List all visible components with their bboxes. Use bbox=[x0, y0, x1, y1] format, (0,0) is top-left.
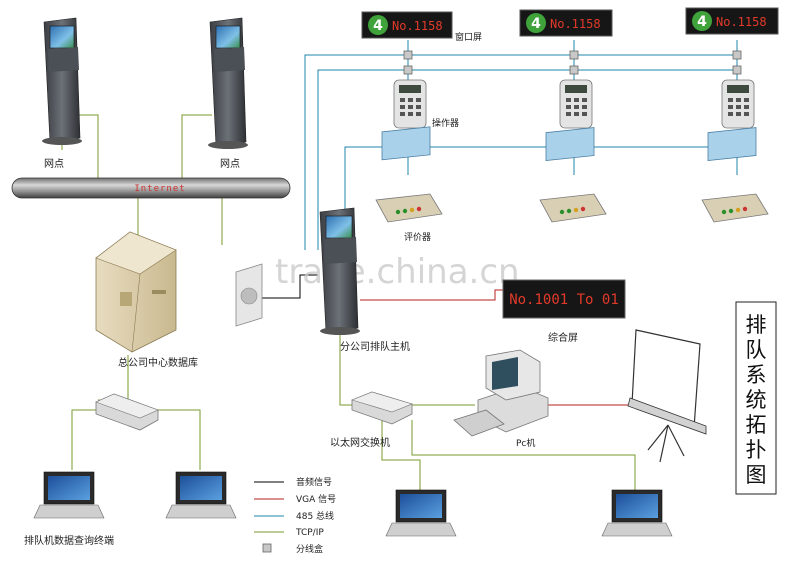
bus485-lines bbox=[304, 40, 740, 250]
query-terminal-label: 排队机数据查询终端 bbox=[24, 534, 114, 547]
junction-box bbox=[732, 50, 742, 60]
junction-box bbox=[569, 65, 579, 75]
operator-1 bbox=[393, 79, 427, 129]
pc bbox=[453, 349, 549, 437]
database-server bbox=[95, 231, 177, 353]
composite-display: No.1001 To 01 bbox=[502, 279, 626, 319]
junction-box bbox=[732, 65, 742, 75]
vga-lines bbox=[360, 289, 630, 406]
projector-screen bbox=[627, 329, 707, 463]
legend-swatch-junction bbox=[262, 543, 272, 553]
evaluator-2 bbox=[539, 127, 607, 223]
title-char: 图 bbox=[746, 463, 767, 487]
evaluator-label: 评价器 bbox=[404, 232, 431, 243]
kiosk-right-label: 网点 bbox=[220, 158, 240, 170]
kiosk-left bbox=[42, 17, 82, 145]
laptop-query-2 bbox=[165, 471, 237, 519]
branch-main-kiosk bbox=[319, 207, 360, 335]
kiosk-right bbox=[208, 17, 248, 149]
operator-2 bbox=[559, 79, 593, 129]
title-char: 队 bbox=[746, 338, 767, 362]
audio-lines bbox=[262, 274, 318, 299]
legend-label: 音频信号 bbox=[296, 476, 332, 488]
branch-main-label: 分公司排队主机 bbox=[340, 340, 410, 353]
window-screen-label: 窗口屏 bbox=[455, 31, 482, 43]
junction-box bbox=[403, 65, 413, 75]
window-display-1: 4 No.1158 bbox=[361, 11, 453, 39]
window-badge-3: 4 bbox=[697, 14, 707, 30]
composite-screen-label: 综合屏 bbox=[548, 331, 578, 344]
legend: 音频信号 VGA 信号 485 总线 TCP/IP 分线盒 bbox=[254, 476, 336, 555]
evaluator-3 bbox=[701, 127, 769, 223]
laptop-branch-1 bbox=[385, 489, 457, 537]
operator-label: 操作器 bbox=[432, 117, 459, 129]
title-char: 统 bbox=[746, 388, 767, 412]
title-char: 系 bbox=[746, 363, 767, 387]
legend-label: VGA 信号 bbox=[296, 493, 336, 505]
window-led-text-2: No.1158 bbox=[550, 17, 601, 31]
legend-label: 分线盒 bbox=[296, 543, 323, 555]
window-led-text-1: No.1158 bbox=[392, 19, 443, 33]
window-display-2: 4 No.1158 bbox=[519, 9, 613, 37]
window-badge-2: 4 bbox=[531, 16, 541, 32]
vertical-title-box: 排 队 系 统 拓 扑 图 bbox=[735, 301, 777, 495]
evaluator-1 bbox=[375, 126, 443, 223]
laptop-branch-2 bbox=[601, 489, 673, 537]
junction-box bbox=[569, 50, 579, 60]
tcpip-lines bbox=[61, 114, 636, 490]
laptop-query-1 bbox=[33, 471, 105, 519]
operator-3 bbox=[721, 79, 755, 129]
window-badge-1: 4 bbox=[373, 18, 383, 34]
title-char: 排 bbox=[746, 313, 767, 337]
kiosk-left-label: 网点 bbox=[44, 158, 64, 170]
legend-label: TCP/IP bbox=[295, 528, 324, 538]
composite-led-text: No.1001 To 01 bbox=[509, 292, 619, 308]
ethernet-switch-branch bbox=[351, 391, 413, 425]
window-led-text-3: No.1158 bbox=[716, 15, 767, 29]
pc-label: Pc机 bbox=[516, 437, 535, 449]
legend-label: 485 总线 bbox=[296, 510, 334, 522]
database-label: 总公司中心数据库 bbox=[118, 356, 198, 369]
ethernet-switch-hq bbox=[95, 393, 159, 431]
title-char: 拓 bbox=[746, 413, 767, 437]
speaker bbox=[235, 263, 263, 327]
watermark: trade.china.cn bbox=[275, 252, 520, 292]
internet-label: Internet bbox=[134, 184, 185, 194]
window-display-3: 4 No.1158 bbox=[685, 7, 779, 35]
switch-label: 以太网交换机 bbox=[330, 436, 390, 449]
title-char: 扑 bbox=[746, 438, 767, 462]
internet-backbone: Internet bbox=[11, 177, 291, 199]
junction-box bbox=[403, 50, 413, 60]
